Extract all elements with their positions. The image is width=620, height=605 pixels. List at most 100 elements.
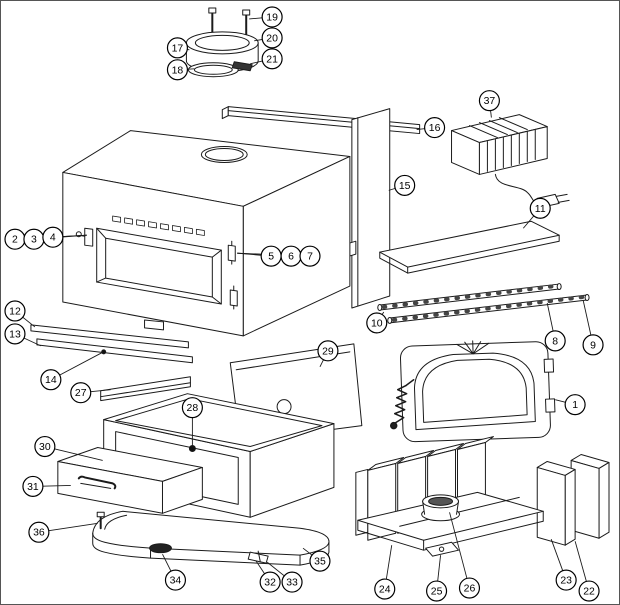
callout-21: 21 bbox=[261, 48, 283, 70]
callout-number-26: 26 bbox=[464, 584, 476, 595]
callout-circle-28 bbox=[181, 397, 203, 419]
callout-10: 10 bbox=[366, 312, 388, 334]
callout-number-31: 31 bbox=[27, 482, 39, 493]
callout-circle-37 bbox=[478, 90, 500, 112]
callout-37: 37 bbox=[478, 90, 500, 112]
callout-circle-9 bbox=[582, 334, 604, 356]
callout-number-25: 25 bbox=[431, 587, 443, 598]
door-hinge-tab-upper bbox=[543, 358, 555, 373]
callout-33: 33 bbox=[281, 571, 303, 593]
drawer-handle bbox=[77, 475, 117, 490]
heat-shield-strip bbox=[100, 376, 191, 402]
callout-leader-26 bbox=[449, 512, 470, 589]
callout-number-3: 3 bbox=[31, 235, 37, 246]
callout-number-33: 33 bbox=[286, 578, 298, 589]
callout-34: 34 bbox=[164, 569, 187, 591]
callout-circle-19 bbox=[261, 6, 283, 28]
callout-circle-12 bbox=[4, 300, 26, 322]
callout-circle-23 bbox=[555, 569, 577, 591]
callout-circle-17 bbox=[166, 37, 189, 59]
callout-number-5: 5 bbox=[268, 252, 274, 263]
callout-4: 4 bbox=[42, 226, 64, 248]
callout-circle-31 bbox=[22, 475, 44, 497]
callout-number-10: 10 bbox=[371, 318, 383, 329]
panel-hole bbox=[276, 399, 292, 415]
callout-circle-33 bbox=[281, 571, 303, 593]
callout-circle-27 bbox=[70, 382, 92, 404]
stove-door bbox=[389, 340, 556, 443]
callout-number-15: 15 bbox=[399, 181, 411, 192]
callout-circle-14 bbox=[40, 369, 62, 391]
callout-number-8: 8 bbox=[552, 336, 558, 347]
callout-number-21: 21 bbox=[266, 54, 278, 65]
callout-number-24: 24 bbox=[379, 585, 391, 596]
stove-body bbox=[62, 130, 351, 337]
callout-circle-26 bbox=[458, 577, 481, 599]
blower-fins bbox=[486, 129, 536, 172]
callout-36: 36 bbox=[28, 521, 50, 543]
callout-5: 5 bbox=[260, 245, 282, 267]
callout-24: 24 bbox=[374, 578, 396, 600]
callout-circle-35 bbox=[309, 550, 331, 572]
callout-14: 14 bbox=[40, 369, 62, 391]
callout-circle-8 bbox=[544, 330, 566, 352]
callout-1: 1 bbox=[564, 394, 586, 416]
callout-number-4: 4 bbox=[50, 233, 56, 244]
callout-19: 19 bbox=[261, 6, 283, 28]
blower-assembly bbox=[451, 114, 570, 208]
callout-circle-16 bbox=[424, 117, 446, 139]
callout-circle-18 bbox=[166, 59, 189, 81]
callout-7: 7 bbox=[299, 245, 321, 267]
plug-prongs bbox=[555, 193, 570, 203]
hinge-upper bbox=[227, 240, 236, 265]
spring-handle bbox=[389, 378, 415, 430]
callout-31: 31 bbox=[22, 475, 44, 497]
callout-25: 25 bbox=[426, 580, 448, 602]
collar-bolt-left bbox=[208, 7, 217, 34]
callout-number-11: 11 bbox=[535, 204, 546, 215]
callout-circle-4 bbox=[42, 226, 64, 248]
fire-tube-1 bbox=[377, 283, 562, 311]
blower-vents bbox=[468, 117, 528, 139]
callout-number-19: 19 bbox=[266, 12, 278, 23]
callout-29: 29 bbox=[317, 340, 339, 362]
callout-circle-25 bbox=[426, 580, 448, 602]
callout-circle-34 bbox=[164, 569, 187, 591]
callout-number-9: 9 bbox=[590, 340, 596, 351]
callout-27: 27 bbox=[70, 382, 92, 404]
callout-15: 15 bbox=[394, 174, 416, 196]
callout-number-6: 6 bbox=[288, 252, 294, 263]
callout-number-28: 28 bbox=[187, 403, 199, 414]
burn-pot bbox=[421, 494, 461, 522]
callout-28: 28 bbox=[181, 397, 203, 419]
ash-drawer bbox=[57, 447, 203, 514]
collar-bolt-right bbox=[242, 9, 251, 36]
collar-clamp bbox=[231, 61, 253, 72]
callout-number-12: 12 bbox=[9, 306, 21, 317]
callout-circle-22 bbox=[578, 580, 600, 602]
firebrick-assembly bbox=[355, 436, 610, 557]
trim-strip-lower bbox=[36, 338, 193, 364]
callout-6: 6 bbox=[280, 245, 302, 267]
door-fan-detail bbox=[456, 340, 490, 355]
callout-20: 20 bbox=[261, 27, 283, 49]
hinge-lower bbox=[229, 285, 238, 310]
firebrick-right-stack bbox=[536, 453, 610, 546]
strip-mark bbox=[101, 349, 107, 355]
ash-lip-strip bbox=[30, 319, 189, 349]
base-bolt bbox=[96, 511, 105, 530]
door-hinge-tab-lower bbox=[545, 398, 556, 413]
callout-number-32: 32 bbox=[264, 578, 276, 589]
callout-number-13: 13 bbox=[9, 329, 21, 340]
callout-circle-7 bbox=[299, 245, 321, 267]
callout-number-34: 34 bbox=[170, 576, 182, 587]
callout-circle-11 bbox=[529, 197, 551, 219]
callout-13: 13 bbox=[4, 323, 26, 345]
pedestal-base bbox=[92, 510, 330, 566]
callout-number-29: 29 bbox=[322, 346, 334, 357]
callout-number-35: 35 bbox=[314, 557, 326, 568]
callout-number-27: 27 bbox=[75, 388, 87, 399]
collar-gasket bbox=[187, 62, 239, 78]
callout-number-1: 1 bbox=[572, 400, 578, 411]
